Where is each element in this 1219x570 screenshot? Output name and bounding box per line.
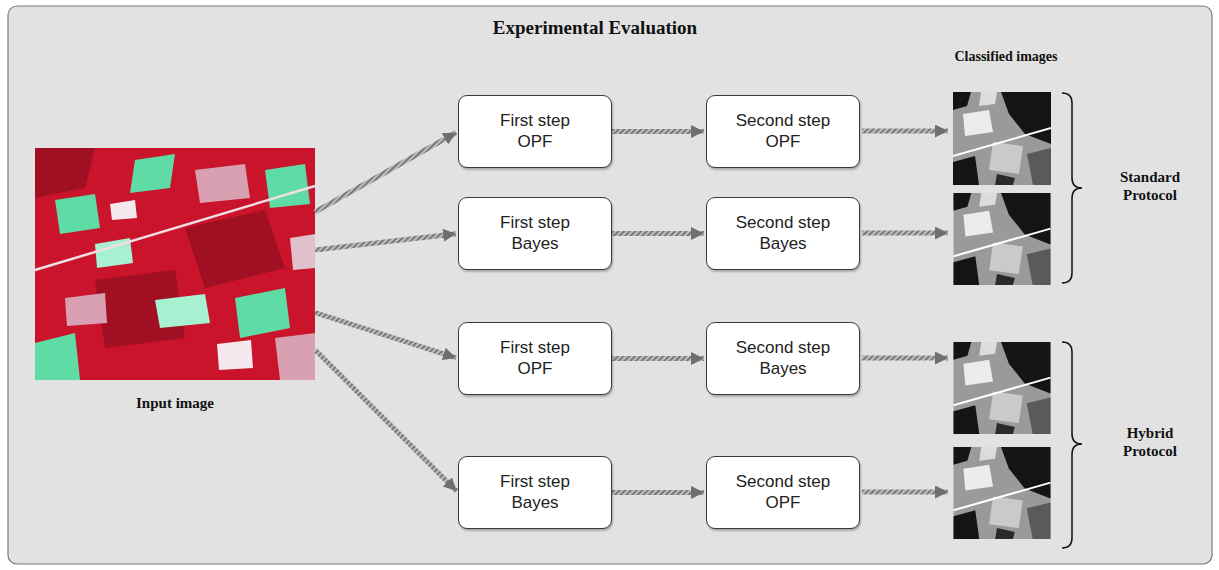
box-label: Second step Bayes	[729, 213, 837, 254]
flow-arrow	[315, 313, 456, 358]
column-heading: Classified images	[925, 49, 1087, 66]
illustration-part	[275, 333, 315, 380]
process-box: First step OPF	[458, 95, 612, 168]
illustration-part	[35, 148, 95, 198]
illustration-part	[954, 193, 1051, 285]
diagram-title: Experimental Evaluation	[380, 17, 810, 40]
label-holder: Hybrid Protocol	[1100, 424, 1200, 460]
illustration-part	[195, 164, 250, 203]
label-holder: Classified images	[925, 49, 1087, 66]
illustration-part	[35, 186, 315, 270]
process-box: Second step Bayes	[706, 322, 860, 395]
box-label: Second step OPF	[729, 111, 837, 152]
classified-thumbnails	[953, 92, 1051, 539]
illustration-part	[862, 490, 948, 495]
flow-arrow	[315, 234, 456, 250]
flow-arrow	[612, 129, 704, 134]
image-caption: Input image	[35, 395, 315, 412]
illustration-part	[954, 342, 1051, 434]
illustration-part	[290, 234, 315, 270]
box-label: First step Bayes	[481, 213, 589, 254]
process-box: First step OPF	[458, 322, 612, 395]
illustration-part	[235, 288, 290, 338]
illustration-part	[155, 294, 210, 328]
flow-arrow	[612, 490, 704, 495]
process-box: Second step Bayes	[706, 197, 860, 270]
illustration-part	[35, 333, 80, 380]
illustration-part	[35, 148, 315, 380]
illustration-part	[862, 129, 948, 134]
process-box: First step Bayes	[458, 197, 612, 270]
illustration-part	[130, 154, 175, 193]
flow-arrow	[315, 350, 457, 491]
title-holder: Experimental Evaluation	[380, 17, 810, 40]
panel	[8, 6, 1212, 564]
box-label: First step Bayes	[481, 472, 589, 513]
box-label: Second step Bayes	[729, 338, 837, 379]
flow-arrow	[612, 356, 704, 361]
illustration-part	[953, 92, 1051, 185]
illustration-part	[1062, 342, 1082, 548]
illustration-part	[1062, 93, 1082, 283]
protocol-label: Standard Protocol	[1100, 168, 1200, 204]
process-box: Second step OPF	[706, 95, 860, 168]
illustration-part	[110, 200, 137, 220]
box-label: First step OPF	[481, 338, 589, 379]
illustration-part	[265, 164, 310, 208]
flow-arrow	[612, 231, 704, 236]
input-image: Input image	[35, 148, 315, 380]
illustration-part	[954, 447, 1051, 539]
process-box: Second step OPF	[706, 456, 860, 529]
label-holder: Standard Protocol	[1100, 168, 1200, 204]
satellite-image	[35, 148, 315, 380]
protocol-brace	[1062, 93, 1082, 548]
flow-arrow	[315, 132, 456, 212]
illustration-part	[862, 356, 948, 361]
box-label: First step OPF	[481, 111, 589, 152]
process-box: First step Bayes	[458, 456, 612, 529]
protocol-label: Hybrid Protocol	[1100, 424, 1200, 460]
illustration-part	[862, 231, 948, 236]
illustration-part	[55, 194, 100, 234]
illustration-part	[217, 340, 253, 370]
output-arrows	[862, 131, 948, 492]
box-label: Second step OPF	[729, 472, 837, 513]
illustration-part	[65, 293, 107, 326]
